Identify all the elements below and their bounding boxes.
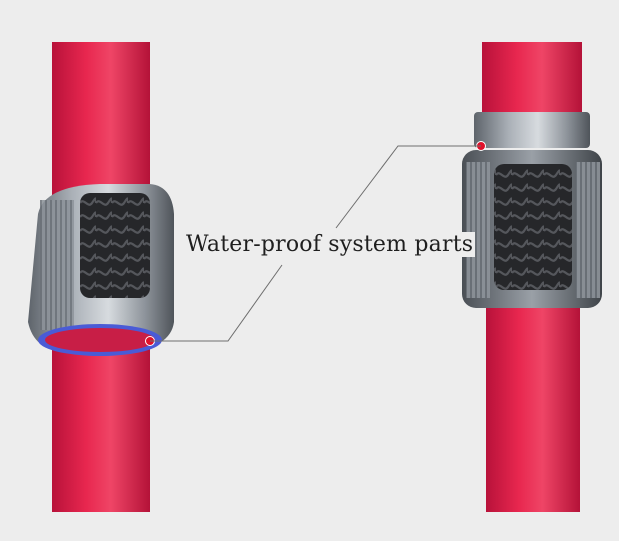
red-tube-upper (52, 42, 150, 212)
callout-label: Water-proof system parts (184, 232, 476, 257)
top-collar (474, 112, 590, 148)
leader-line-left (150, 264, 283, 342)
grip-pad (80, 193, 150, 298)
product-left (28, 42, 174, 512)
ribbed-side (466, 162, 490, 298)
red-tube-lower (52, 330, 150, 512)
product-right (462, 42, 602, 512)
ribbed-side (576, 162, 600, 298)
ribbed-side (40, 200, 74, 330)
leader-line-right (335, 145, 481, 229)
red-tube-lower (486, 300, 580, 512)
seal-inner (45, 328, 155, 352)
red-tube-upper (482, 42, 582, 122)
grip-pad (494, 164, 572, 290)
